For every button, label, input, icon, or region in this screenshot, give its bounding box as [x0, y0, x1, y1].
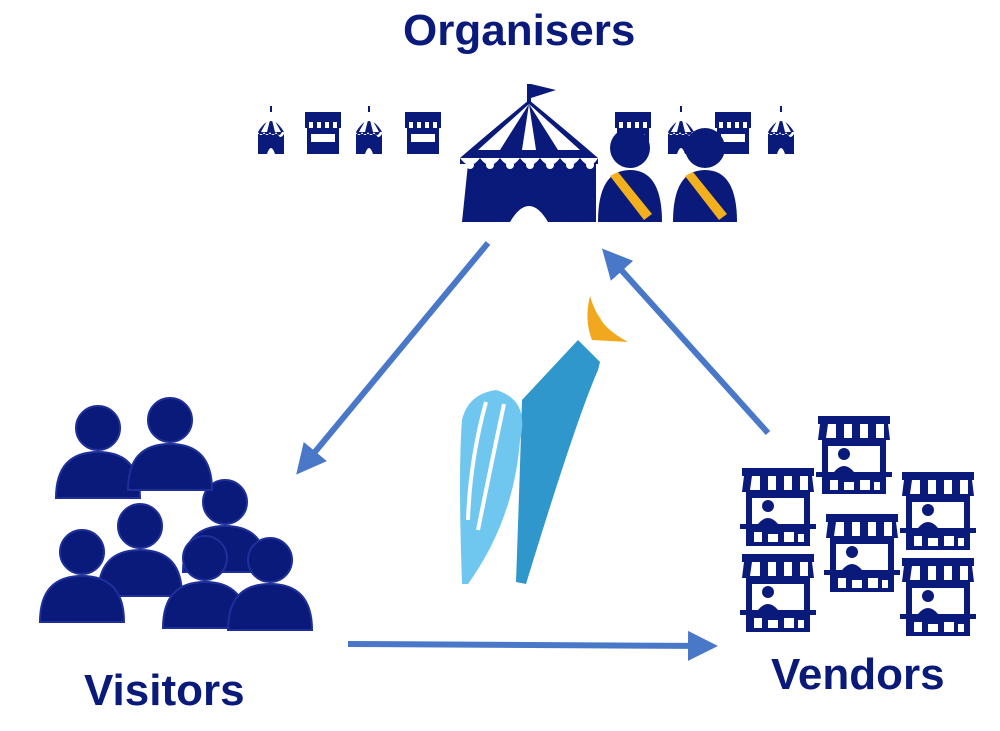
organisers-label: Organisers: [403, 6, 636, 55]
arrow-organisers-to-visitors: [296, 241, 491, 475]
small-tent-icon: [356, 106, 382, 154]
organisers-icon: [258, 84, 794, 222]
organiser-person-icon: [598, 128, 662, 222]
arrow-vendors-to-organisers: [601, 248, 771, 436]
vendors-booths-icon: [740, 416, 976, 636]
small-tent-icon: [768, 106, 794, 154]
arrow-visitors-to-vendors: [347, 630, 718, 661]
visitors-crowd-icon: [39, 397, 313, 631]
center-logo-icon: [460, 296, 628, 584]
small-stall-icon: [305, 112, 341, 154]
small-stall-icon: [405, 112, 441, 154]
visitors-label: Visitors: [84, 666, 245, 715]
organiser-person-icon: [673, 128, 737, 222]
vendors-label: Vendors: [771, 650, 945, 699]
big-circus-tent-icon: [460, 84, 598, 222]
small-tent-icon: [258, 106, 284, 154]
